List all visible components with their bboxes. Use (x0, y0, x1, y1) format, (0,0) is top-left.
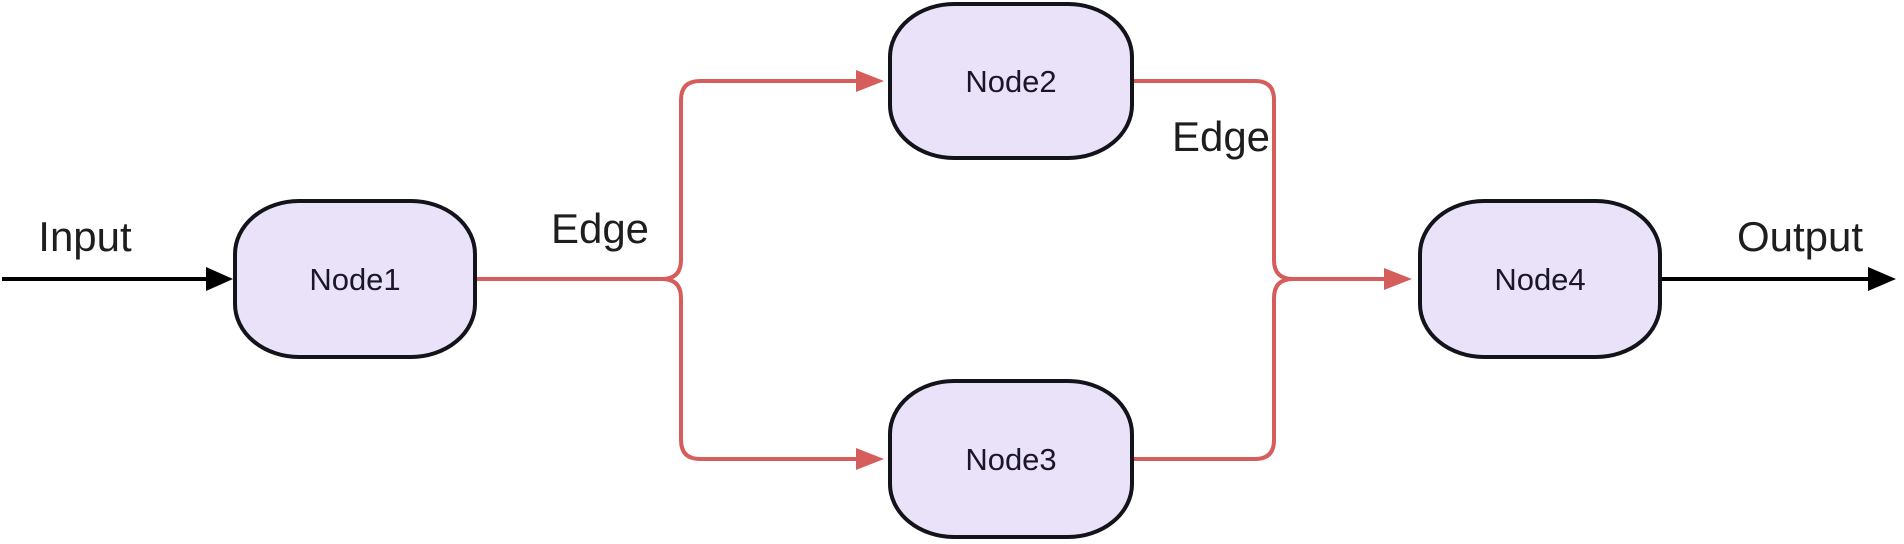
node-node1: Node1 (233, 199, 477, 359)
node-node2: Node2 (888, 2, 1134, 160)
node-node3: Node3 (888, 379, 1134, 539)
edge-line (475, 277, 856, 461)
arrowhead-icon (1868, 267, 1896, 291)
arrowhead-icon (856, 448, 884, 470)
edge-node1-to-node2 (475, 70, 884, 281)
edge-label-left: Edge (551, 205, 649, 252)
edge-node1-to-node3 (475, 277, 884, 470)
edge-input-to-node1 (2, 267, 233, 291)
node-shape (888, 379, 1134, 539)
node-label: Node4 (1494, 262, 1585, 297)
edge-line (1132, 277, 1384, 461)
edge-line (475, 79, 856, 281)
edge-line (1132, 79, 1384, 281)
edge-label-right: Edge (1172, 113, 1270, 160)
node-shape (233, 199, 477, 359)
node-shape (888, 2, 1134, 160)
edge-node3-to-node4 (1132, 277, 1384, 461)
arrowhead-icon (1384, 268, 1412, 290)
arrowhead-icon (206, 267, 233, 291)
arrowhead-icon (856, 70, 884, 92)
edge-node4-to-output (1661, 267, 1896, 291)
node-shape (1418, 199, 1662, 359)
output-label: Output (1737, 213, 1863, 260)
node-label: Node3 (965, 442, 1056, 477)
node-label: Node2 (965, 64, 1056, 99)
input-label: Input (38, 213, 132, 260)
node-node4: Node4 (1418, 199, 1662, 359)
node-label: Node1 (309, 262, 400, 297)
